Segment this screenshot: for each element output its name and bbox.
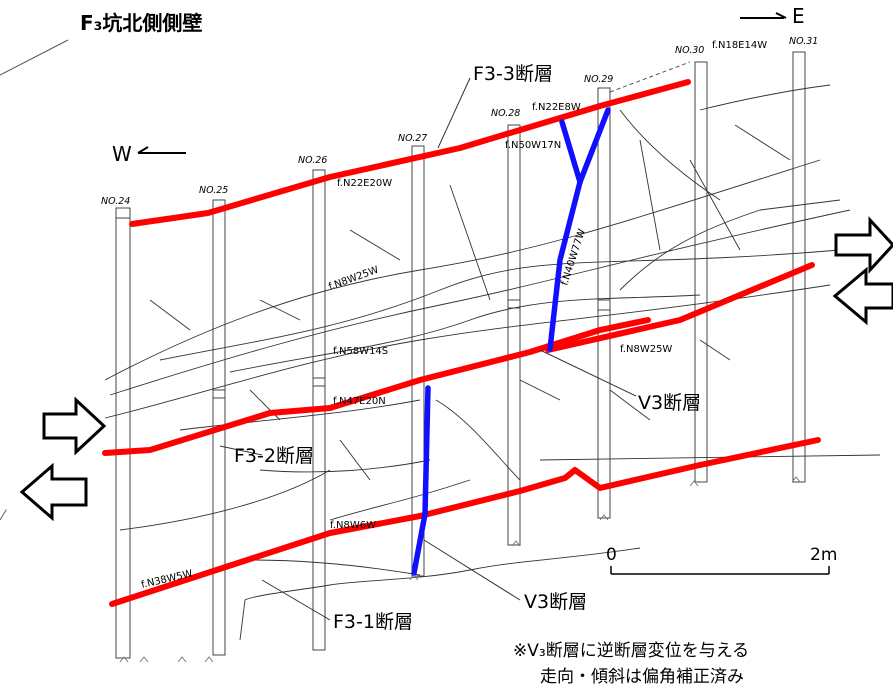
attitude-label: f.N58W14S [333,346,388,357]
svg-text:W: W [112,142,132,166]
svg-text:E: E [792,4,805,28]
fault-f3-2-east-trace [545,262,815,353]
title-leader-line [0,39,69,76]
scale-end-label: 2m [810,545,837,565]
blue-fault-traces [411,107,611,576]
displacement-arrows [19,216,893,522]
arrow-left-icon [19,462,88,522]
red-fault-traces [102,79,821,607]
attitude-label: f.N18E14W [712,40,767,51]
station-labels: NO.24 NO.25 NO.26 NO.27 NO.28 NO.29 NO.3… [101,36,818,207]
attitude-label: f.N22E20W [337,178,392,189]
station-label: NO.24 [101,196,130,207]
scale-zero-label: 0 [606,545,617,565]
west-direction-marker: W [112,142,186,166]
sketch-lines [104,84,881,641]
edge-mark: ⁄ [0,508,7,524]
attitude-label: f.N8W6W [330,520,376,531]
attitude-label: f.N50W17N [505,140,561,151]
station-label: NO.31 [789,36,818,47]
arrow-right-icon [834,216,893,274]
station-label: NO.30 [675,45,704,56]
note-line-1: ※V₃断層に逆断層変位を与える [513,641,749,661]
fault-v3-lower-trace [411,385,431,576]
fault-f3-1-trace [109,437,821,607]
fault-f3-3-trace [129,79,691,227]
station-label: NO.28 [491,108,520,119]
station-label: NO.25 [199,185,228,196]
station-label: NO.26 [298,155,327,166]
attitude-label: f.N8W25W [620,344,672,355]
station-label: NO.29 [584,74,613,85]
fault-f3-2-trace [102,317,651,456]
arrow-left-icon [832,266,893,326]
fault-f3-2-label: F3-2断層 [234,445,314,467]
fault-v3-upper-label: V3断層 [638,392,701,414]
dashed-trace [609,61,691,93]
fault-f3-3-label: F3-3断層 [473,63,553,85]
label-leaders [219,77,637,621]
fault-v3-lower-label: V3断層 [524,591,587,613]
fault-v3-upper-trunk [547,179,583,352]
fault-v3-upper-trace [559,107,611,185]
note-line-2: 走向・傾斜は偏角補正済み [540,667,744,687]
ground-hatch [119,476,801,663]
east-direction-marker: E [740,4,805,28]
fault-f3-1-label: F3-1断層 [333,611,413,633]
attitude-label: f.N8W25W [327,265,380,293]
attitude-label: f.N22E8W [532,102,581,113]
scale-bar: 0 2m [606,545,837,575]
arrow-right-icon [42,396,107,456]
figure-title: F₃坑北側側壁 [80,11,202,35]
station-label: NO.27 [398,133,427,144]
attitude-label: f.N47E20N [333,396,386,407]
